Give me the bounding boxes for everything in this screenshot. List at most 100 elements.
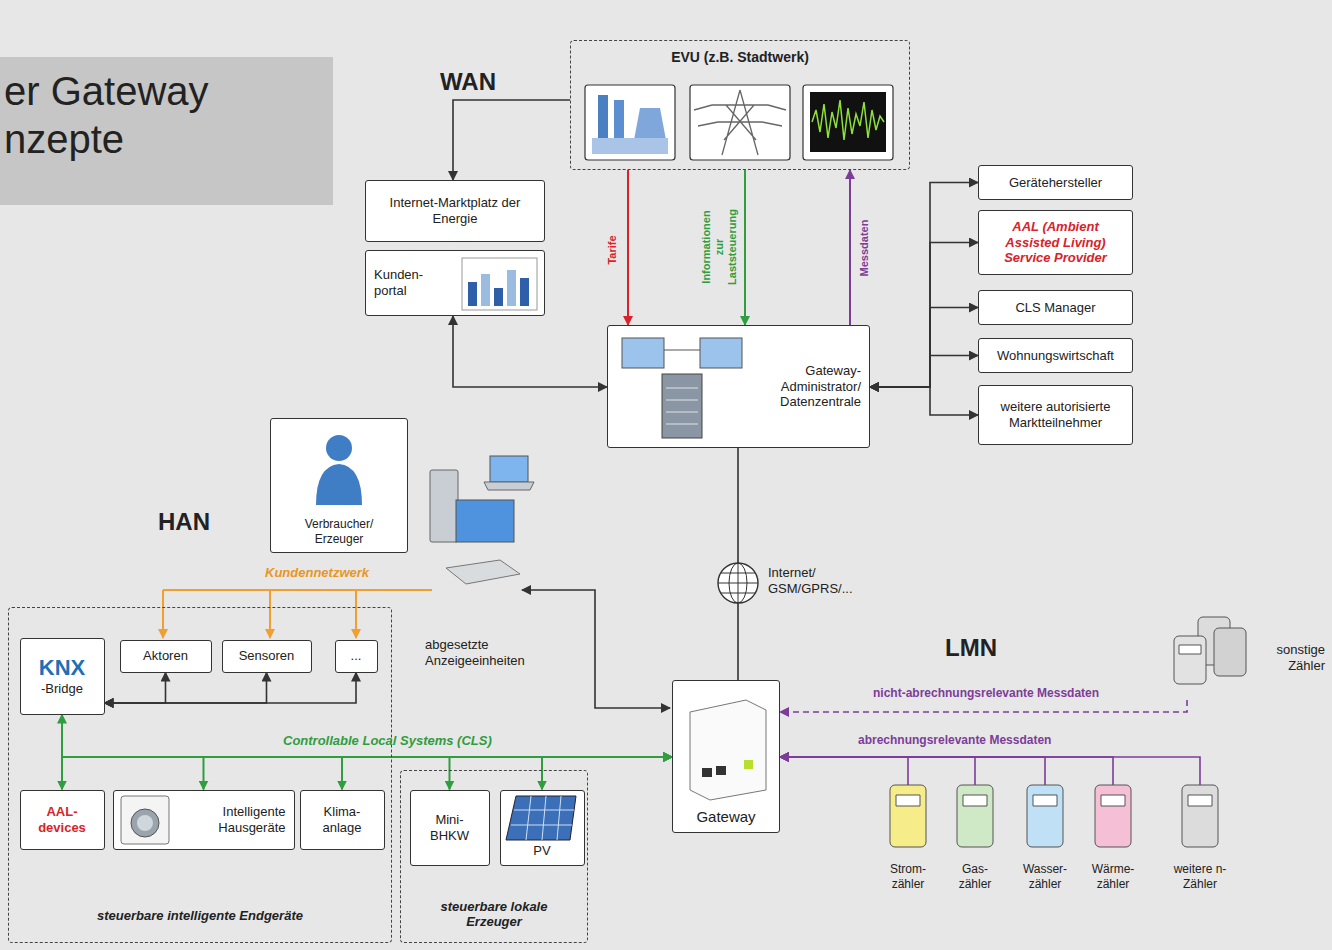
- zone-label: LMN: [945, 634, 997, 663]
- connector: [737, 448, 739, 680]
- node-text: Gateway- Administrator/ Datenzentrale: [753, 363, 861, 410]
- more-box: ...: [335, 640, 378, 673]
- pc-tower: [430, 470, 458, 542]
- meter-stack: [1214, 628, 1246, 676]
- meter-display: [896, 795, 1212, 806]
- bridge-box: KNX-Bridge: [20, 638, 105, 715]
- node-text: Wärme- zähler: [1082, 862, 1144, 891]
- node-text: Gas- zähler: [944, 862, 1006, 891]
- cooling-tower: [634, 108, 666, 140]
- node-text: Verbraucher/ Erzeuger: [284, 517, 394, 546]
- node-text: steuerbare lokale Erzeuger: [424, 899, 564, 930]
- node-text: Wohnungswirtschaft: [997, 348, 1114, 364]
- customer-network-line: [269, 590, 271, 638]
- meter-display: [1179, 645, 1201, 654]
- network-label: Kundennetzwerk: [265, 565, 369, 581]
- portal-box: Kunden- portal: [365, 250, 545, 316]
- internet-globe: [718, 563, 758, 603]
- connector: [453, 100, 570, 180]
- connector: [204, 757, 673, 790]
- node-text: PV: [533, 843, 550, 859]
- screen: [810, 92, 886, 152]
- connector: [780, 757, 1200, 785]
- globe-lines: [718, 563, 758, 603]
- other-meters-icon: [1174, 617, 1246, 684]
- node-text: Sensoren: [239, 648, 295, 664]
- pc-monitor: [456, 500, 514, 542]
- connector: [870, 356, 978, 388]
- connector: [453, 316, 607, 387]
- signal-wave: [812, 100, 884, 140]
- node-text: Intelligente Hausgeräte: [194, 804, 286, 835]
- meter-stack: [1174, 636, 1206, 684]
- pv-box: PV: [500, 790, 585, 866]
- pylon-icon: [690, 85, 790, 160]
- data-label: nicht-abrechnungsrelevante Messdaten: [873, 686, 1099, 700]
- market-box: Internet-Marktplatz der Energie: [365, 180, 545, 242]
- node-text: Strom- zähler: [877, 862, 939, 891]
- plant-base: [592, 138, 668, 154]
- display-label: abgesetzte Anzeigeeinheiten: [425, 637, 560, 668]
- node-text: Internet-Marktplatz der Energie: [385, 195, 525, 226]
- chimney: [598, 95, 608, 140]
- data-label: abrechnungsrelevante Messdaten: [858, 733, 1051, 747]
- connector: [780, 757, 1045, 785]
- globe: [718, 563, 758, 603]
- node-text: steuerbare intelligente Endgeräte: [97, 908, 303, 924]
- zone-label: HAN: [158, 508, 210, 537]
- node-text: weitere n-Zähler: [1167, 862, 1233, 891]
- title-text: er Gateway nzepte: [4, 67, 249, 163]
- node-text: Mini- BHKW: [419, 812, 481, 843]
- meter: Wasser- zähler: [1007, 785, 1083, 893]
- node-text: CLS Manager: [1015, 300, 1095, 316]
- connector: [870, 243, 978, 388]
- node-text: Gateway: [696, 808, 755, 826]
- connector: [849, 170, 851, 325]
- electricity-meter: [890, 785, 926, 847]
- consumer-box: Verbraucher/ Erzeuger: [270, 418, 408, 553]
- connector: [780, 757, 1113, 785]
- gateway-box: Gateway: [672, 680, 780, 833]
- edge-label: Informationen zur Laststeuerung: [700, 207, 740, 287]
- connector: [870, 308, 978, 388]
- connector: [62, 715, 672, 758]
- meter-stack: [1198, 617, 1230, 665]
- connector: [542, 757, 672, 790]
- node-text: AAL (Ambient Assisted Living) Service Pr…: [988, 219, 1123, 266]
- edge-label: Messdaten: [858, 208, 871, 288]
- admin-box: Gateway- Administrator/ Datenzentrale: [607, 325, 870, 448]
- link-label: Internet/ GSM/GPRS/...: [768, 565, 868, 596]
- power-plant-icon: [585, 85, 675, 160]
- meter-icons: [890, 785, 1218, 847]
- customer-network-line: [162, 590, 164, 638]
- data-signal-icon: [803, 85, 893, 160]
- node-text: Kunden- portal: [374, 267, 444, 298]
- meter: Gas- zähler: [937, 785, 1013, 893]
- other-meter: [1182, 785, 1218, 847]
- utility-group: EVU (z.B. Stadtwerk): [570, 40, 910, 170]
- generator-group: steuerbare lokale Erzeuger Mini- BHKW PV: [400, 770, 588, 943]
- connector: [780, 700, 1187, 712]
- sensor-box: Sensoren: [222, 640, 312, 673]
- connector: [744, 170, 746, 325]
- connector: [105, 673, 166, 704]
- party-box: CLS Manager: [978, 290, 1133, 325]
- actuator-box: Aktoren: [120, 640, 212, 673]
- connector: [780, 757, 908, 785]
- connector: [870, 387, 978, 415]
- gas-meter: [957, 785, 993, 847]
- chimney: [614, 100, 624, 140]
- device-group: steuerbare intelligente Endgeräte KNX-Bri…: [8, 607, 392, 943]
- node-text: -Bridge: [41, 681, 83, 697]
- node-text: weitere autorisierte Marktteilnehmer: [988, 399, 1123, 430]
- connector: [105, 673, 267, 704]
- connector: [450, 757, 673, 790]
- icon-frame: [803, 85, 893, 160]
- meter: weitere n-Zähler: [1160, 785, 1240, 893]
- icon-frame: [585, 85, 675, 160]
- globe-meridian: [729, 563, 747, 603]
- bus-label: Controllable Local Systems (CLS): [283, 733, 492, 749]
- customer-network-line: [163, 589, 432, 591]
- heat-meter: [1095, 785, 1131, 847]
